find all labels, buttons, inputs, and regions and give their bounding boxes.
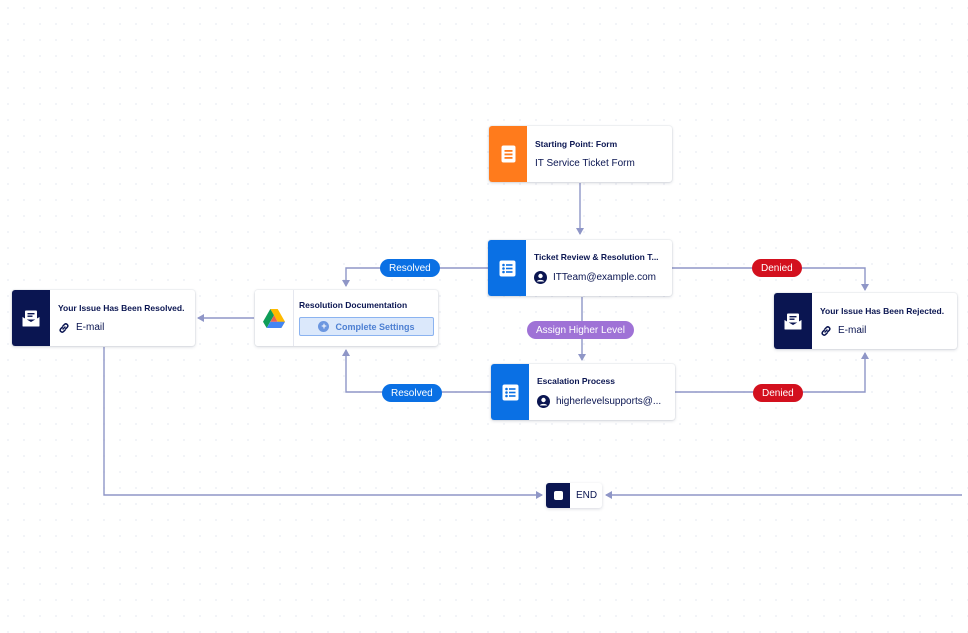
review-node-assignee: ITTeam@example.com [553, 272, 656, 283]
approval-list-icon [491, 364, 529, 420]
resolved-email-title: Your Issue Has Been Resolved. [58, 302, 185, 313]
escalation-node-assignee: higherlevelsupports@... [556, 396, 662, 407]
assign-higher-level-label[interactable]: Assign Higher Level [527, 321, 634, 339]
resolved-email-node[interactable]: Your Issue Has Been Resolved. E-mail [12, 290, 195, 346]
resolved-email-channel: E-mail [76, 322, 105, 333]
email-icon [12, 290, 50, 346]
denied-branch-label-bottom[interactable]: Denied [753, 384, 803, 402]
google-drive-icon [255, 290, 294, 346]
rejected-email-node[interactable]: Your Issue Has Been Rejected. E-mail [774, 293, 957, 349]
start-node-subtitle: IT Service Ticket Form [535, 158, 635, 169]
ticket-review-node[interactable]: Ticket Review & Resolution T... ITTeam@e… [488, 240, 672, 296]
user-icon [534, 271, 547, 284]
email-icon [774, 293, 812, 349]
form-icon [489, 126, 527, 182]
escalation-node-title: Escalation Process [537, 376, 615, 386]
resolved-branch-label-bottom[interactable]: Resolved [382, 384, 442, 402]
start-node-title: Starting Point: Form [535, 139, 618, 149]
documentation-node-title: Resolution Documentation [299, 300, 408, 310]
denied-branch-label-top[interactable]: Denied [752, 259, 802, 277]
complete-settings-button[interactable]: + Complete Settings [299, 317, 434, 336]
user-icon [537, 395, 550, 408]
connector-resolved-end [103, 347, 543, 499]
link-icon [59, 322, 69, 333]
connector-escalation-denied [675, 352, 869, 393]
connector-escalation-resolved [342, 349, 491, 393]
review-node-title: Ticket Review & Resolution T... [534, 252, 659, 262]
rejected-email-channel: E-mail [838, 325, 867, 336]
escalation-process-node[interactable]: Escalation Process higherlevelsupports@.… [491, 364, 675, 420]
rejected-email-title: Your Issue Has Been Rejected. [820, 305, 945, 316]
resolution-documentation-node[interactable]: Resolution Documentation + Complete Sett… [255, 290, 438, 346]
end-label: END [576, 490, 598, 501]
approval-list-icon [488, 240, 526, 296]
complete-settings-label: Complete Settings [335, 321, 415, 332]
stop-icon [546, 483, 570, 508]
plus-icon: + [318, 321, 330, 332]
resolved-branch-label-top[interactable]: Resolved [380, 259, 440, 277]
connector-review-denied [672, 267, 869, 291]
end-node[interactable]: END [546, 483, 602, 508]
link-icon [821, 325, 831, 336]
connector-review-resolved [342, 267, 488, 287]
start-form-node[interactable]: Starting Point: Form IT Service Ticket F… [489, 126, 672, 182]
